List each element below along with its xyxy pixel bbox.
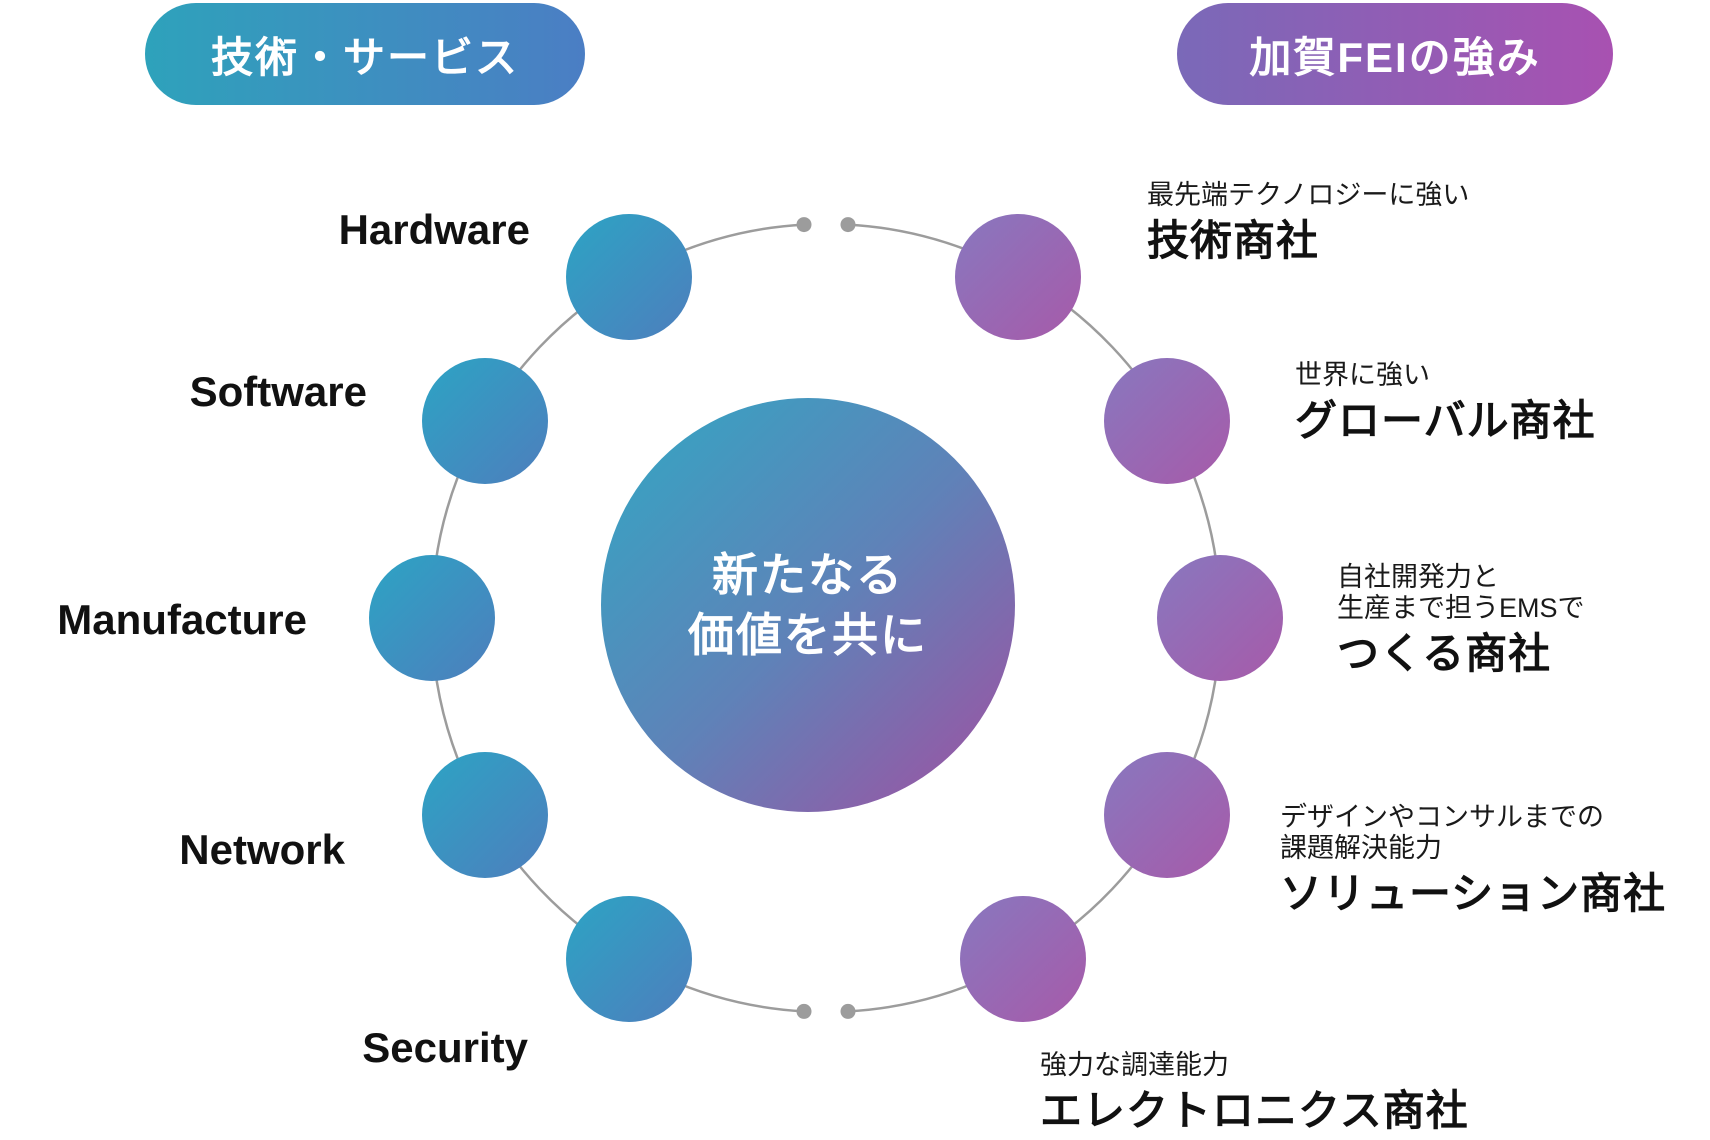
tech-trading-label: 最先端テクノロジーに強い 技術商社	[1147, 180, 1469, 264]
hardware-label: Hardware	[338, 206, 530, 253]
solution-trading-label: デザインやコンサルまでの 課題解決能力 ソリューション商社	[1280, 802, 1666, 917]
manufacture-label: Manufacture	[57, 596, 307, 643]
manufacture-node	[369, 555, 495, 681]
center-slogan-line1: 新たなる	[712, 549, 904, 601]
tech-trading-node	[955, 214, 1081, 340]
ring-dot-bottom-left	[796, 1003, 812, 1019]
electronics-trading-label: 強力な調達能力 エレクトロニクス商社	[1040, 1050, 1469, 1134]
tech-trading-desc: 最先端テクノロジーに強い	[1147, 180, 1470, 210]
tech-service-pill: 技術・サービス	[145, 3, 585, 105]
maker-trading-name: つくる商社	[1337, 630, 1552, 677]
solution-trading-name: ソリューション商社	[1280, 870, 1667, 917]
ring-dot-top-left	[796, 217, 812, 233]
center-circle: 新たなる 価値を共に	[601, 398, 1015, 812]
kaga-fei-strengths-pill: 加賀FEIの強み	[1177, 3, 1613, 105]
solution-trading-node	[1104, 752, 1230, 878]
security-label: Security	[362, 1024, 528, 1071]
ring-dot-bottom-right	[840, 1003, 856, 1019]
tech-trading-name: 技術商社	[1147, 217, 1320, 264]
hardware-node	[566, 214, 692, 340]
electronics-trading-desc: 強力な調達能力	[1040, 1050, 1229, 1080]
ring-dot-top-right	[840, 217, 856, 233]
network-node	[422, 752, 548, 878]
maker-trading-label: 自社開発力と 生産まで担うEMSで つくる商社	[1337, 562, 1585, 677]
security-node	[566, 896, 692, 1022]
network-label: Network	[179, 826, 345, 873]
maker-trading-desc: 自社開発力と 生産まで担うEMSで	[1337, 562, 1585, 623]
tech-service-pill-label: 技術・サービス	[210, 33, 519, 81]
solution-trading-desc: デザインやコンサルまでの 課題解決能力	[1280, 802, 1604, 863]
kaga-fei-strengths-pill-label: 加賀FEIの強み	[1249, 33, 1541, 81]
electronics-trading-node	[960, 896, 1086, 1022]
center-slogan-line2: 価値を共に	[688, 609, 928, 661]
global-trading-label: 世界に強い グローバル商社	[1295, 360, 1596, 444]
software-node	[422, 358, 548, 484]
software-label: Software	[189, 368, 367, 415]
electronics-trading-name: エレクトロニクス商社	[1040, 1087, 1469, 1134]
global-trading-name: グローバル商社	[1295, 397, 1596, 444]
global-trading-desc: 世界に強い	[1295, 360, 1430, 390]
center-slogan: 新たなる 価値を共に	[688, 545, 928, 665]
maker-trading-node	[1157, 555, 1283, 681]
global-trading-node	[1104, 358, 1230, 484]
